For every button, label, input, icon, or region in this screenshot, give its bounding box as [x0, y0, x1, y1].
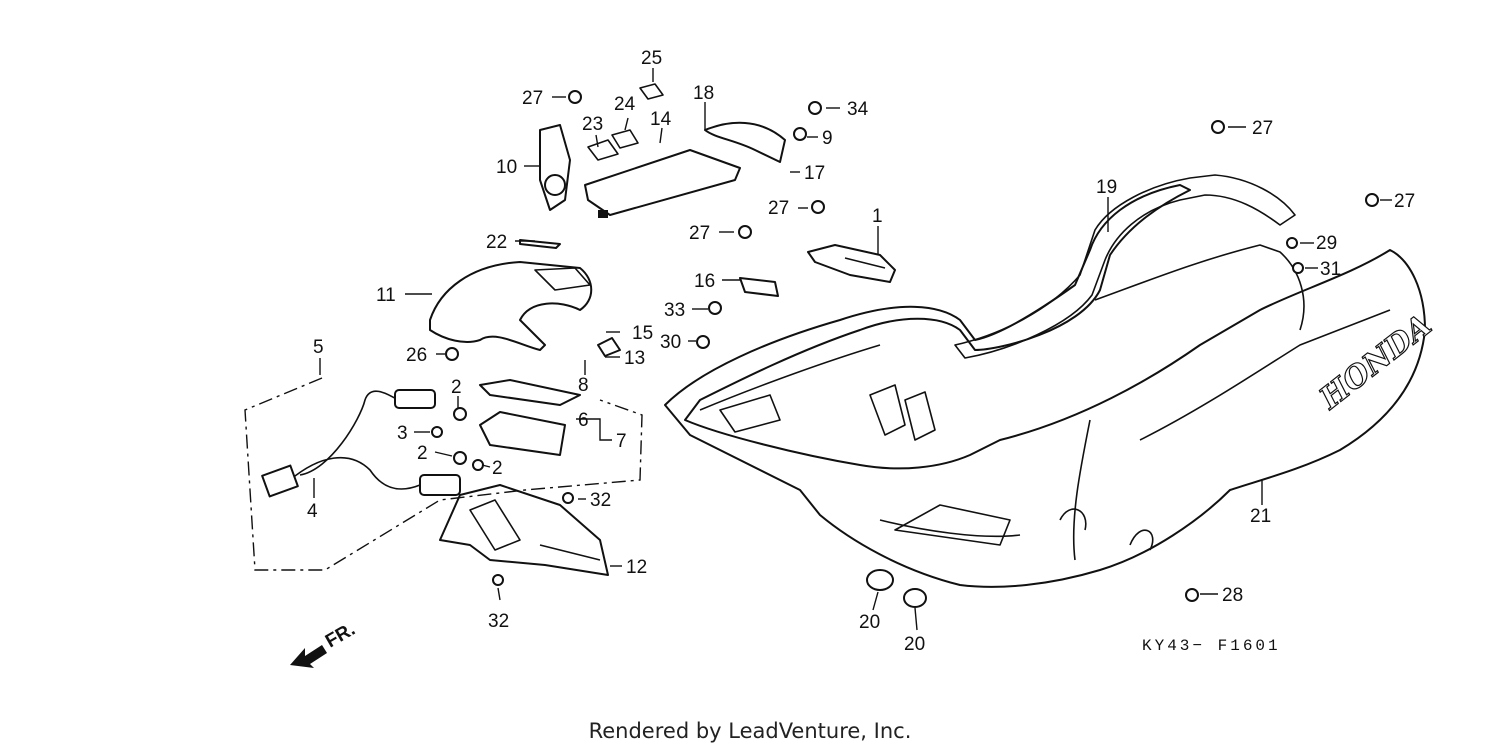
- top-cover-part: [704, 121, 786, 163]
- body-cover-part: HONDA: [664, 184, 1439, 588]
- fasteners-part: [431, 90, 1379, 602]
- callout-25: 25: [641, 48, 662, 69]
- leader-lines: [313, 68, 1392, 631]
- callout-20: 20: [904, 634, 925, 655]
- callout-29: 29: [1316, 233, 1337, 254]
- callout-2: 2: [451, 377, 462, 398]
- callout-2: 2: [492, 458, 503, 479]
- front-marker-text: FR.: [322, 619, 359, 652]
- lamp-housing-part: [479, 379, 581, 456]
- ignition-switch-part: [539, 124, 571, 211]
- callout-15: 15: [632, 323, 653, 344]
- callout-6: 6: [578, 410, 589, 431]
- stickers-part: [587, 83, 664, 161]
- group-boundary: [244, 377, 643, 571]
- callout-labels: 25 27 24 23 14 18 34 9 10 17 27 27 27 27…: [307, 48, 1415, 655]
- callout-3: 3: [397, 423, 408, 444]
- callout-27: 27: [1252, 118, 1273, 139]
- inner-panel-part: [807, 244, 896, 283]
- callout-16: 16: [694, 271, 715, 292]
- callout-26: 26: [406, 345, 427, 366]
- callout-19: 19: [1096, 177, 1117, 198]
- callout-9: 9: [822, 128, 833, 149]
- callout-1: 1: [872, 206, 883, 227]
- callout-20: 20: [859, 612, 880, 633]
- callout-34: 34: [847, 99, 869, 120]
- callout-30: 30: [660, 332, 681, 353]
- floor-rail-part: [954, 174, 1296, 359]
- callout-31: 31: [1320, 259, 1341, 280]
- callout-14: 14: [650, 109, 672, 130]
- grommets-part: [866, 569, 927, 608]
- callout-22: 22: [486, 232, 507, 253]
- callout-8: 8: [578, 375, 589, 396]
- callout-32: 32: [488, 611, 509, 632]
- callout-4: 4: [307, 501, 318, 522]
- wiring-harness-part: [261, 389, 461, 498]
- callout-28: 28: [1222, 585, 1243, 606]
- under-cover-part: [439, 484, 609, 576]
- callout-12: 12: [626, 557, 647, 578]
- callout-5: 5: [313, 337, 324, 358]
- callout-21: 21: [1250, 506, 1271, 527]
- callout-27: 27: [689, 223, 710, 244]
- callout-24: 24: [614, 94, 636, 115]
- callout-18: 18: [693, 83, 714, 104]
- callout-17: 17: [804, 163, 825, 184]
- callout-27: 27: [768, 198, 789, 219]
- credit-footer: Rendered by LeadVenture, Inc.: [589, 719, 912, 743]
- meter-lid-part: [584, 149, 741, 218]
- front-direction-arrow: FR.: [290, 619, 359, 668]
- diagram-code: KY43− F1601: [1142, 637, 1281, 655]
- callout-27: 27: [522, 88, 543, 109]
- callout-23: 23: [582, 114, 603, 135]
- callout-2: 2: [417, 443, 428, 464]
- handle-cover-part: [429, 261, 593, 351]
- callout-11: 11: [376, 285, 396, 306]
- callout-13: 13: [624, 348, 645, 369]
- callout-7: 7: [616, 431, 627, 452]
- callout-32: 32: [590, 490, 611, 511]
- callout-10: 10: [496, 157, 517, 178]
- callout-33: 33: [664, 300, 685, 321]
- callout-27: 27: [1394, 191, 1415, 212]
